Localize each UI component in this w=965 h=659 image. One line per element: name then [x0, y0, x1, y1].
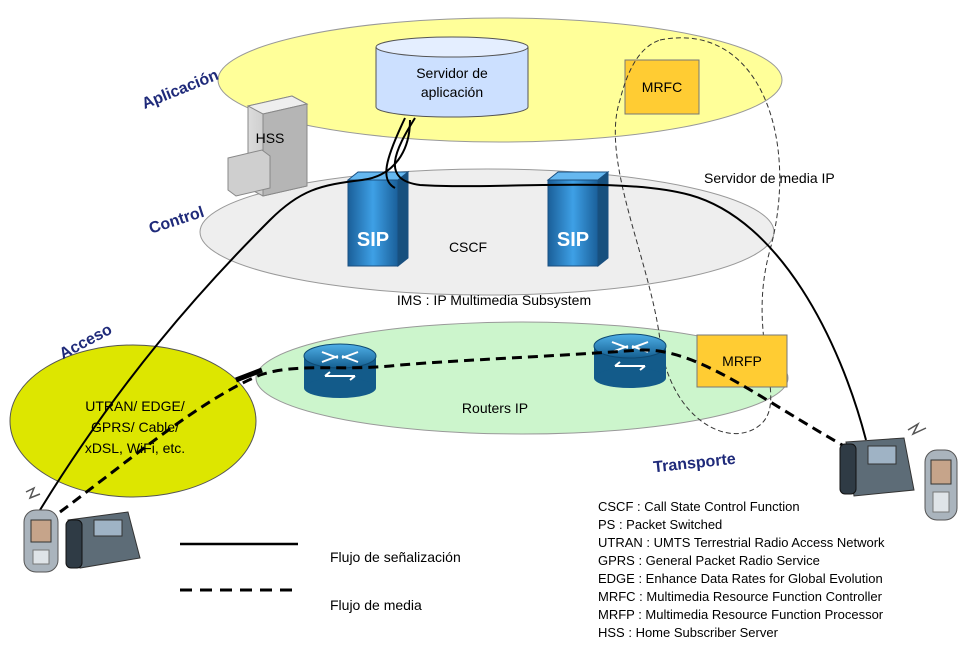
signaling-flow-loop	[385, 117, 406, 189]
signaling-flow-line-right	[393, 117, 867, 441]
wireless-right-icon	[907, 422, 927, 436]
mobile-phone-right-icon	[924, 449, 958, 521]
glossary: CSCF : Call State Control Function PS : …	[598, 499, 885, 640]
glossary-item: CSCF : Call State Control Function	[598, 499, 800, 514]
layer-label-aplicacion: Aplicación	[140, 67, 221, 113]
mrfc-box: MRFC	[624, 59, 700, 115]
access-link-line	[235, 367, 263, 383]
hss-label: HSS	[256, 130, 285, 146]
cscf-label: CSCF	[449, 239, 487, 255]
legend-media-label: Flujo de media	[330, 597, 422, 613]
sip-label-left: SIP	[357, 229, 389, 251]
desk-phone-left-icon	[65, 511, 141, 569]
access-label-line3: xDSL, WiFi, etc.	[85, 440, 185, 456]
glossary-item: PS : Packet Switched	[598, 517, 722, 532]
router-right-icon	[593, 333, 667, 388]
glossary-item: MRFP : Multimedia Resource Function Proc…	[598, 607, 884, 622]
hss-icon: HSS	[227, 95, 309, 197]
sip-server-left: SIP	[346, 170, 410, 268]
access-label-line2: GPRS/ Cable/	[91, 419, 179, 435]
mrfc-label: MRFC	[642, 79, 682, 95]
application-server: Servidor de aplicación	[375, 36, 529, 118]
sip-server-right: SIP	[546, 170, 610, 268]
glossary-item: EDGE : Enhance Data Rates for Global Evo…	[598, 571, 883, 586]
mrfp-label: MRFP	[722, 353, 762, 369]
glossary-item: MRFC : Multimedia Resource Function Cont…	[598, 589, 883, 604]
wireless-left-icon	[25, 486, 41, 500]
ims-label: IMS : IP Multimedia Subsystem	[397, 292, 591, 308]
legend-signaling-label: Flujo de señalización	[330, 549, 461, 565]
desk-phone-right-icon	[839, 437, 915, 497]
server-label-line1: Servidor de	[416, 65, 488, 81]
mrfp-box: MRFP	[696, 334, 788, 388]
sip-label-right: SIP	[557, 229, 589, 251]
access-label-line1: UTRAN/ EDGE/	[85, 398, 185, 414]
glossary-item: HSS : Home Subscriber Server	[598, 625, 779, 640]
mobile-phone-left-icon	[23, 509, 59, 573]
media-server-boundary	[614, 37, 781, 435]
layer-label-control: Control	[147, 204, 206, 238]
glossary-item: GPRS : General Packet Radio Service	[598, 553, 820, 568]
glossary-item: UTRAN : UMTS Terrestrial Radio Access Ne…	[598, 535, 885, 550]
routers-label: Routers IP	[462, 400, 528, 416]
server-label-line2: aplicación	[421, 84, 483, 100]
access-plane	[9, 344, 257, 498]
media-server-label: Servidor de media IP	[704, 170, 835, 186]
media-flow-line	[59, 348, 861, 514]
signaling-flow-line	[39, 119, 411, 511]
router-left-icon	[303, 343, 377, 398]
layer-label-transporte: Transporte	[653, 451, 737, 477]
